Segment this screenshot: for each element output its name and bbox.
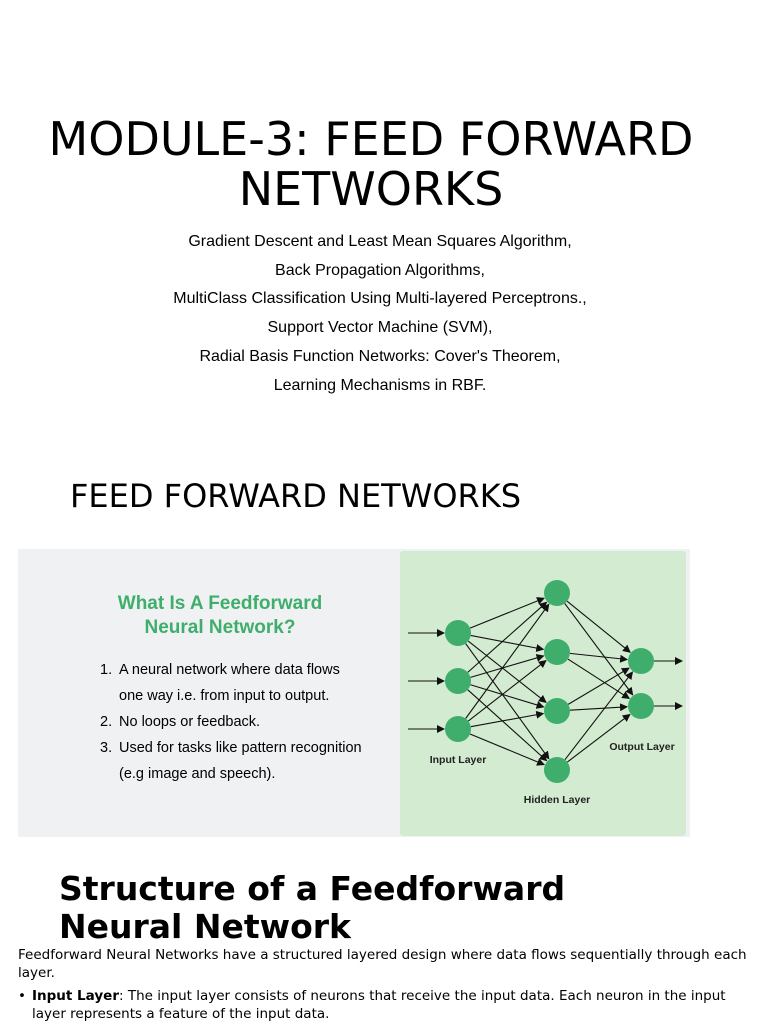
output-neuron bbox=[628, 648, 654, 674]
output-layer-label: Output Layer bbox=[609, 741, 674, 753]
topic-item: Radial Basis Function Networks: Cover's … bbox=[199, 347, 561, 365]
output-neuron bbox=[628, 693, 654, 719]
connection-arrow bbox=[465, 643, 550, 760]
input-neuron bbox=[445, 620, 471, 646]
connection-arrow bbox=[564, 671, 634, 761]
figure-heading-line2: Neural Network? bbox=[144, 617, 296, 638]
topic-item: Back Propagation Algorithms, bbox=[275, 261, 485, 279]
hidden-layer-label: Hidden Layer bbox=[524, 794, 591, 806]
figure-list: 1. A neural network where data flows one… bbox=[100, 657, 390, 787]
module-title-line1: MODULE-3: FEED FORWARD bbox=[48, 112, 694, 166]
hidden-neuron bbox=[544, 580, 570, 606]
module-title-line2: NETWORKS bbox=[238, 162, 504, 216]
connection-arrow bbox=[467, 659, 547, 722]
topic-item: MultiClass Classification Using Multi-la… bbox=[173, 290, 587, 308]
item-text-line1: Used for tasks like pattern recognition bbox=[119, 740, 362, 756]
connection-arrow bbox=[467, 640, 547, 703]
topic-item: Support Vector Machine (SVM), bbox=[267, 319, 493, 337]
item-number: 3. bbox=[100, 740, 113, 756]
topic-item: Learning Mechanisms in RBF. bbox=[273, 376, 487, 394]
item-text-line1: No loops or feedback. bbox=[119, 714, 261, 730]
item-text-line1: A neural network where data flows bbox=[119, 662, 340, 678]
connection-arrow bbox=[564, 603, 634, 696]
figure-list-item: 2. No loops or feedback. bbox=[100, 709, 390, 735]
connection-arrow bbox=[470, 654, 545, 678]
connection-arrow bbox=[469, 597, 545, 629]
connection-arrow bbox=[467, 601, 548, 673]
bullet-item: • Input Layer: The input layer consists … bbox=[18, 988, 748, 1023]
neuron-nodes bbox=[445, 580, 654, 783]
connection-arrow bbox=[470, 684, 545, 709]
item-text-line2: (e.g image and speech). bbox=[119, 766, 276, 782]
figure-list-item: 1. A neural network where data flows one… bbox=[100, 657, 390, 709]
intro-paragraph: Feedforward Neural Networks have a struc… bbox=[18, 947, 747, 981]
bullet-dot-icon: • bbox=[18, 988, 26, 1004]
bullet-text: : The input layer consists of neurons th… bbox=[32, 988, 726, 1022]
connection-arrow bbox=[470, 634, 545, 652]
structure-title-line2: Neural Network bbox=[59, 907, 351, 946]
connection-arrow bbox=[469, 733, 545, 766]
hidden-neuron bbox=[544, 698, 570, 724]
hidden-neuron bbox=[544, 757, 570, 783]
connection-arrow bbox=[467, 689, 548, 762]
connection-arrow bbox=[566, 600, 631, 653]
structure-title-line1: Structure of a Feedforward bbox=[59, 869, 566, 908]
topic-list: Gradient Descent and Least Mean Squares … bbox=[0, 228, 760, 400]
input-neuron bbox=[445, 716, 471, 742]
connection-arrow bbox=[567, 713, 631, 763]
connection-arrow bbox=[569, 652, 629, 663]
item-number: 2. bbox=[100, 714, 113, 730]
figure-list-item: 3. Used for tasks like pattern recogniti… bbox=[100, 735, 390, 787]
section-title: FEED FORWARD NETWORKS bbox=[70, 477, 522, 515]
structure-title: Structure of a Feedforward Neural Networ… bbox=[59, 870, 659, 946]
connection-arrow bbox=[569, 703, 629, 712]
connection-lines bbox=[408, 597, 683, 766]
hidden-neuron bbox=[544, 639, 570, 665]
connection-arrow bbox=[567, 658, 631, 699]
item-text-line2: one way i.e. from input to output. bbox=[119, 688, 330, 704]
connection-arrow bbox=[567, 667, 630, 705]
figure-heading-line1: What Is A Feedforward bbox=[117, 593, 323, 614]
structure-bullets: • Input Layer: The input layer consists … bbox=[18, 988, 748, 1023]
connection-arrow bbox=[465, 603, 550, 719]
input-neuron bbox=[445, 668, 471, 694]
input-layer-label: Input Layer bbox=[430, 754, 487, 766]
topic-item: Gradient Descent and Least Mean Squares … bbox=[188, 233, 572, 250]
connection-arrow bbox=[470, 710, 545, 728]
figure-heading: What Is A Feedforward Neural Network? bbox=[95, 592, 345, 640]
item-number: 1. bbox=[100, 662, 113, 678]
module-title: MODULE-3: FEED FORWARD NETWORKS bbox=[0, 114, 742, 214]
bullet-term: Input Layer bbox=[32, 988, 119, 1004]
neural-network-diagram: Input Layer Hidden Layer Output Layer bbox=[408, 580, 683, 806]
